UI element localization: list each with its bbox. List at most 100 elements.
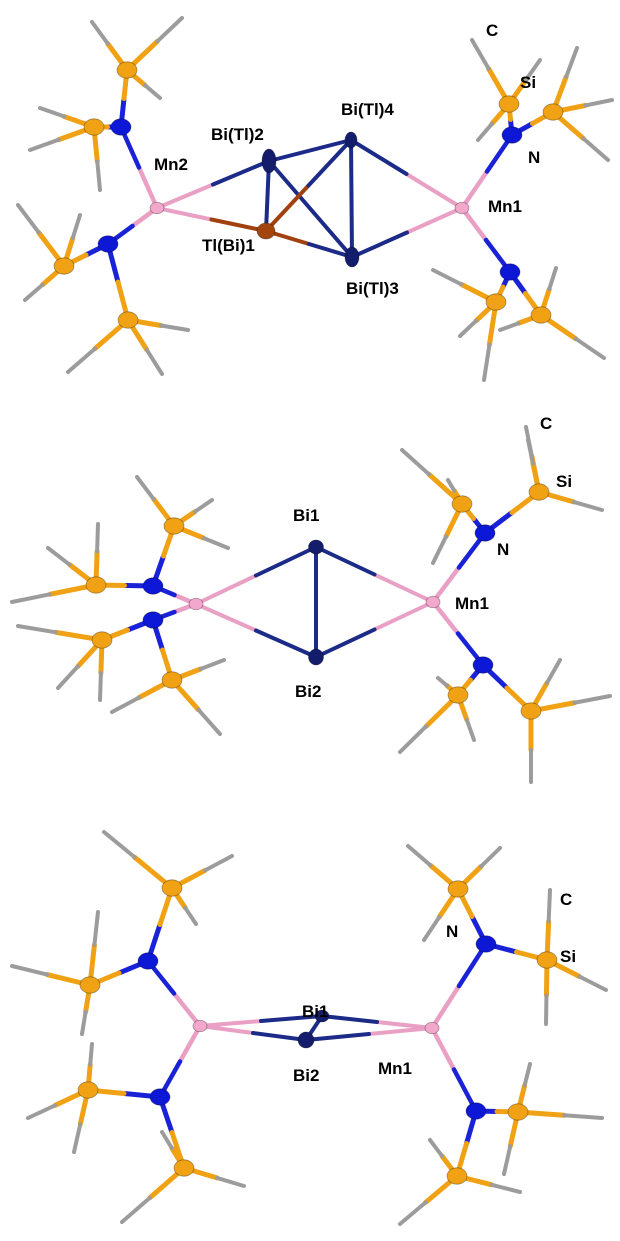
p2-amide-d-silyl-1-c-tip-0	[574, 696, 610, 703]
p3-mnL-bi-1-a	[200, 1026, 253, 1033]
p1-amide-d-silyl-1-c-tip-1	[549, 268, 556, 289]
p1-amide-b-silyl-1-c-tip-2	[147, 350, 162, 374]
p1-bi-tl2-atom	[262, 149, 276, 173]
p2-amide-a-silyl-0-c-tip-2	[195, 500, 212, 512]
p1-amide-c-silyl-1-c-tip-1	[585, 100, 612, 105]
p1-n-atom-2	[502, 127, 522, 143]
p1-bi-tl4-atom	[345, 132, 357, 148]
p1-mn1-label: Mn1	[488, 197, 522, 216]
p2-n-atom-2	[475, 525, 495, 541]
p2-amide-d-silyl-0-c-tip-2	[467, 720, 474, 740]
p2-nitrogen-label: N	[497, 540, 509, 559]
p1-amide-b-silyl-0-c-tip-0	[18, 205, 39, 232]
p2-amide-b-silyl-1-c-tip-1	[100, 673, 101, 700]
p3-amide-d-mn-n-a	[432, 1028, 454, 1070]
p2-amide-d-silyl-1-si-atom	[521, 703, 541, 719]
p3-amide-d-silyl-1-si-atom	[447, 1168, 467, 1184]
p2-amide-a-silyl-0-c-tip-0	[137, 477, 154, 499]
p1-mn1-atom	[455, 202, 469, 213]
p2-bi2-atom	[309, 649, 324, 665]
p2-mnR-bi-1-b	[316, 630, 375, 658]
p1-amide-a-silyl-1-c-tip-0	[40, 108, 64, 117]
p3-bi2-atom	[298, 1032, 314, 1048]
p1-mn2-atom	[150, 202, 164, 213]
p2-mnL-bi-0-a	[196, 576, 256, 605]
p1-amide-b-silyl-1-c-tip-1	[161, 326, 188, 331]
p3-amide-a-silyl-0-si-atom	[162, 880, 182, 896]
panel-3-labels: C Si N Bi1 Bi2 Mn1	[293, 890, 576, 1085]
p1-amide-a-silyl-0-c-tip-0	[92, 22, 108, 44]
p3-mnR-bi-1-b	[306, 1034, 369, 1040]
p3-amide-d-silyl-1-c-tip-1	[492, 1185, 520, 1192]
p1-amide-c-silyl-0-si-atom	[499, 96, 519, 112]
p1-tl-bi1-label: Tl(Bi)1	[202, 236, 255, 255]
p3-amide-c-mn-n-a	[432, 986, 459, 1028]
p3-amide-a-silyl-1-c-tip-0	[12, 966, 47, 975]
p2-bi1-label: Bi1	[293, 506, 319, 525]
p2-amide-d-silyl-0-c-tip-1	[438, 678, 447, 686]
p3-bi2-label: Bi2	[293, 1066, 319, 1085]
p1-bi-tl3-label: Bi(Tl)3	[346, 279, 399, 298]
p1-silicon-label: Si	[520, 73, 536, 92]
p3-mnR-bi-1-a	[369, 1028, 432, 1034]
p2-mn1-label: Mn1	[455, 594, 489, 613]
p1-mn2-cluster-1-a	[157, 208, 212, 220]
p1-n-atom-0	[111, 119, 131, 135]
p3-mn1-label: Mn1	[378, 1059, 412, 1078]
p3-amide-a-silyl-0-c-tip-1	[205, 856, 232, 870]
p2-amide-a-silyl-0-si-atom	[164, 518, 184, 534]
p1-bi-tl2-label: Bi(Tl)2	[211, 125, 264, 144]
p2-n-atom-0	[143, 578, 163, 594]
p2-mnL-bi-1-b	[256, 631, 316, 658]
p3-amide-d-silyl-0-c-tip-2	[504, 1146, 510, 1174]
p1-mn1-cluster-1-a	[407, 208, 462, 233]
p1-carbon-label: C	[486, 21, 498, 40]
p2-amide-c-silyl-0-si-atom	[452, 496, 472, 512]
p2-mnL-bi-0-b	[256, 547, 316, 576]
p2-mnL-bi-1-a	[196, 604, 256, 631]
p2-mn1-atom	[426, 596, 440, 607]
p1-amide-a-silyl-0-c-tip-2	[145, 85, 160, 98]
p2-amide-b-silyl-0-si-atom	[162, 672, 182, 688]
p3-amide-b-silyl-0-si-atom	[78, 1082, 98, 1098]
p1-amide-a-silyl-1-si-atom	[84, 119, 104, 135]
p2-amide-c-silyl-0-c-tip-0	[402, 450, 429, 474]
p1-amide-a-silyl-0-si-atom	[117, 62, 137, 78]
p3-silicon-label: Si	[560, 947, 576, 966]
p1-bi-tl3-atom	[345, 247, 359, 267]
p3-amide-b-silyl-1-c-tip-1	[217, 1178, 244, 1186]
p2-amide-c-silyl-1-c-tip-2	[528, 440, 533, 463]
p3-bi1-label: Bi1	[302, 1002, 328, 1021]
p3-amide-b-silyl-0-c-tip-1	[90, 1044, 92, 1065]
p1-mn1-cluster-0-a	[407, 174, 463, 208]
p1-amide-d-silyl-1-c-tip-0	[576, 339, 604, 358]
p2-amide-b-silyl-1-c-tip-2	[58, 666, 78, 688]
p3-mn1-atom	[425, 1022, 439, 1033]
p3-amide-c-silyl-1-si-atom	[537, 952, 557, 968]
p3-amide-c-silyl-0-c-tip-1	[481, 848, 500, 866]
p2-bi2-label: Bi2	[295, 682, 321, 701]
p1-amide-c-silyl-0-c-tip-0	[472, 40, 489, 69]
p3-amide-d-silyl-0-c-tip-0	[564, 1115, 602, 1118]
p3-mnR-bi-0-b	[322, 1016, 377, 1022]
p1-amide-d-silyl-0-si-atom	[486, 294, 506, 310]
p1-amide-c-silyl-1-si-atom	[543, 104, 563, 120]
p1-tl1-bi4-a	[266, 186, 309, 232]
p1-amide-d-silyl-1-si-atom	[531, 307, 551, 323]
p2-n-atom-1	[143, 612, 163, 628]
p1-bi-tl4-label: Bi(Tl)4	[341, 100, 394, 119]
p1-n-atom-3	[500, 264, 520, 280]
p1-mn2-label: Mn2	[154, 155, 188, 174]
p2-mnR-bi-0-b	[316, 547, 375, 575]
p2-amide-a-silyl-1-si-atom	[86, 577, 106, 593]
p3-amide-b-silyl-1-si-atom	[174, 1160, 194, 1176]
p3-amide-c-silyl-0-c-tip-2	[424, 917, 439, 940]
p1-amide-d-silyl-0-c-tip-0	[433, 270, 461, 284]
p2-amide-c-silyl-1-si-atom	[529, 484, 549, 500]
p1-amide-c-mn-n-a	[462, 172, 487, 209]
p2-amide-d-silyl-0-c-tip-0	[400, 726, 426, 752]
p3-amide-d-silyl-1-c-tip-0	[400, 1202, 426, 1224]
p1-amide-a-silyl-1-c-tip-1	[97, 162, 100, 190]
